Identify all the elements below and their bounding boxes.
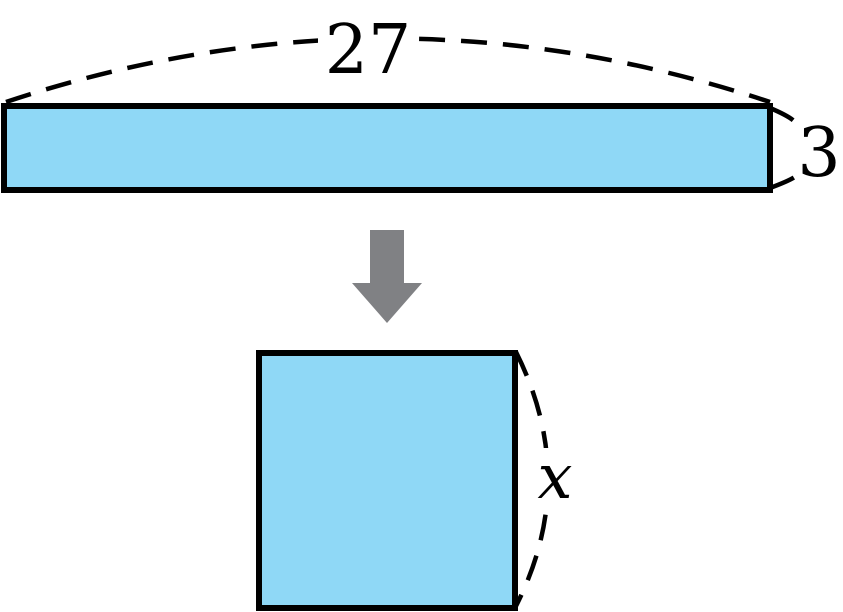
square-side-label-backing [530,448,580,504]
width-label: 27 [325,11,412,90]
long-rectangle [1,103,773,193]
width-label-backing [318,14,418,76]
square [256,350,518,611]
height-dimension-arc [769,105,800,191]
down-arrow-icon [352,230,422,323]
height-label: 3 [797,114,840,193]
square-side-label: x [538,440,573,513]
